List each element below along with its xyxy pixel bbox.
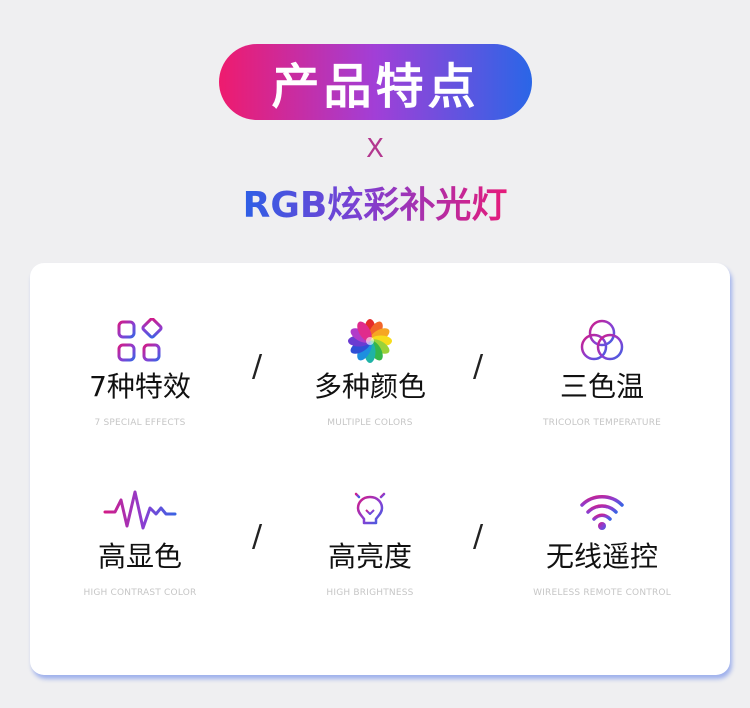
cross-symbol: X <box>366 134 384 164</box>
feature-tricolor-temperature: 三色温 TRICOLOR TEMPERATURE <box>487 318 717 428</box>
feature-name: 三色温 <box>559 370 644 403</box>
page-title: 产品特点 <box>271 59 480 115</box>
feature-wireless-remote: 无线遥控 WIRELESS REMOTE CONTROL <box>487 488 717 598</box>
feature-english-name: 7 SPECIAL EFFECTS <box>94 418 186 428</box>
feature-name: 多种颜色 <box>313 370 426 403</box>
header-title-pill: 产品特点 <box>219 44 532 120</box>
light-bulb-icon <box>348 488 392 533</box>
feature-high-contrast: 高显色 HIGH CONTRAST COLOR <box>25 488 255 598</box>
feature-name: 无线遥控 <box>545 540 658 573</box>
feature-english-name: HIGH BRIGHTNESS <box>326 588 414 598</box>
separator-slash: / <box>252 519 263 554</box>
feature-multiple-colors: 多种颜色 MULTIPLE COLORS <box>255 318 485 428</box>
grid-shapes-icon <box>117 318 163 362</box>
feature-high-brightness: 高亮度 HIGH BRIGHTNESS <box>255 488 485 598</box>
feature-name: 7种特效 <box>89 370 191 403</box>
feature-english-name: MULTIPLE COLORS <box>327 418 413 428</box>
feature-name: 高显色 <box>97 540 182 573</box>
separator-slash: / <box>252 349 263 384</box>
wifi-icon <box>580 495 624 530</box>
feature-english-name: HIGH CONTRAST COLOR <box>83 588 197 598</box>
feature-english-name: TRICOLOR TEMPERATURE <box>542 418 662 428</box>
pulse-wave-icon <box>103 490 177 530</box>
color-wheel-icon <box>348 319 392 363</box>
product-subtitle: RGB炫彩补光灯 <box>0 176 750 228</box>
separator-slash: / <box>473 349 484 384</box>
three-circles-icon <box>580 319 624 361</box>
separator-slash: / <box>473 519 484 554</box>
product-subtitle-text: RGB炫彩补光灯 <box>242 185 508 226</box>
feature-english-name: WIRELESS REMOTE CONTROL <box>533 588 671 598</box>
feature-name: 高亮度 <box>327 540 412 573</box>
features-card: 7种特效 7 SPECIAL EFFECTS / 多种颜色 MULTIPL <box>30 263 730 675</box>
feature-special-effects: 7种特效 7 SPECIAL EFFECTS <box>25 318 255 428</box>
